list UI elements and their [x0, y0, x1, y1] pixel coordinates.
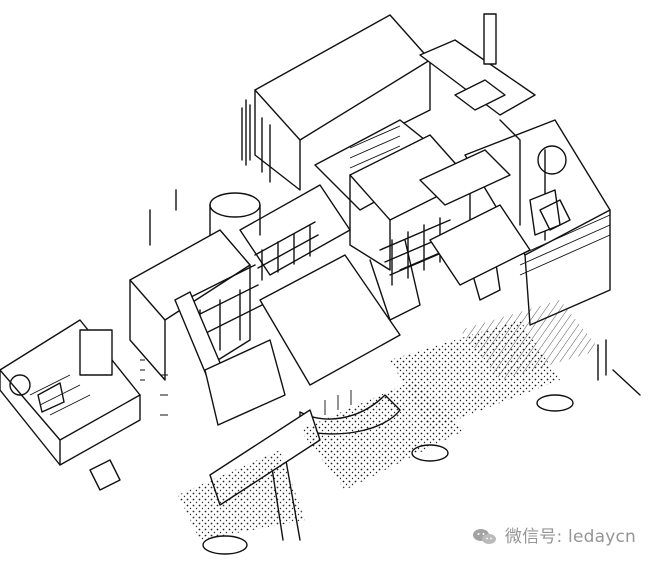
chimney: [483, 13, 497, 65]
watermark-text: 微信号: ledaycn: [504, 526, 636, 547]
left-building-roof: [0, 319, 141, 441]
wechat-icon: [472, 529, 496, 544]
top-block-left-wall: [254, 89, 301, 191]
planter-ellipse-3: [202, 535, 248, 555]
planter-ellipse-2: [536, 394, 574, 412]
watermark: 微信号: ledaycn: [471, 526, 636, 548]
round-tower: [209, 192, 261, 218]
top-block-roof: [254, 14, 431, 141]
central-court-floor: [259, 254, 401, 386]
